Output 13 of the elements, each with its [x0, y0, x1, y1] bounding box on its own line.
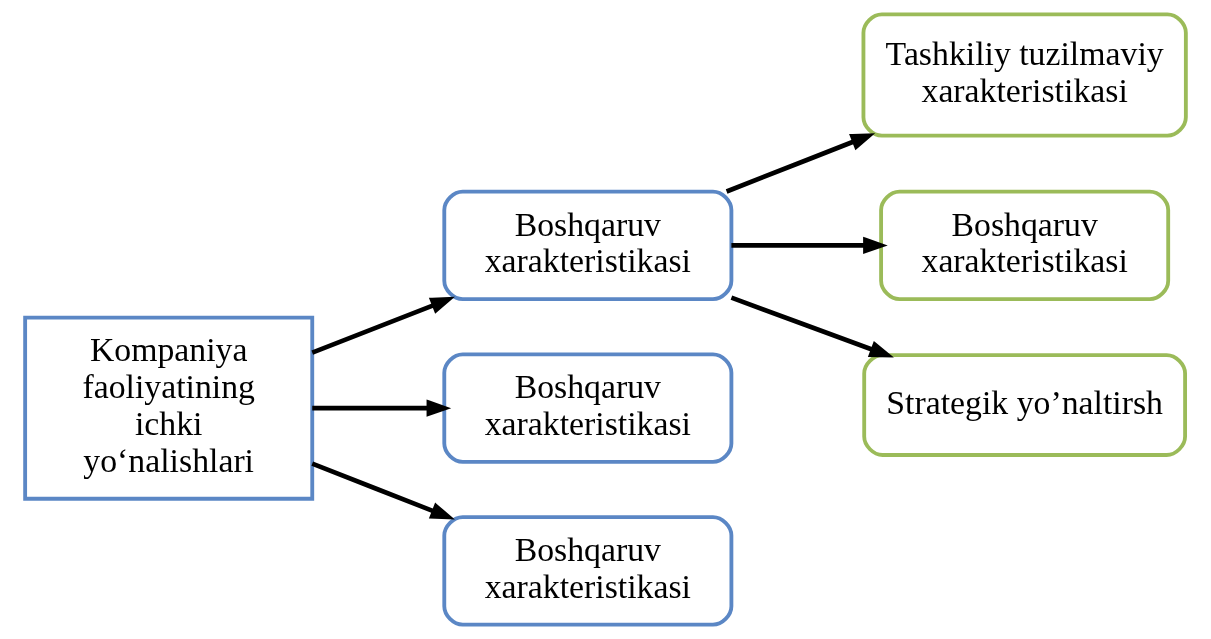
node-box: Boshqaruv xarakteristikasi — [879, 189, 1171, 302]
node-box: Boshqaruv xarakteristikasi — [442, 515, 734, 627]
arrow — [725, 133, 876, 194]
node-box: Strategik yo’naltirsh — [862, 353, 1187, 457]
arrow — [311, 296, 455, 355]
arrow — [312, 399, 452, 417]
node-box: Boshqaruv xarakteristikasi — [442, 189, 734, 302]
node-box: Kompaniya faoliyatining ichki yo‘nalishlari — [23, 315, 315, 501]
arrow — [731, 236, 888, 255]
node-box: Tashkiliy tuzilmaviy xarakteristikasi — [861, 12, 1188, 138]
node-box: Boshqaruv xarakteristikasi — [442, 352, 734, 464]
arrow — [730, 295, 894, 358]
arrow — [311, 461, 455, 520]
